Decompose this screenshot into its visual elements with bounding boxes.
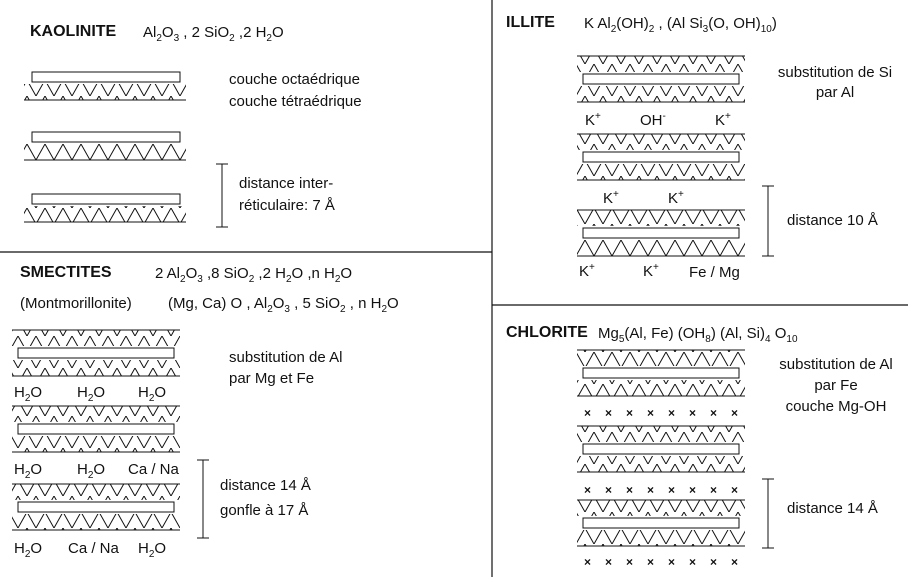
chlorite-cross-mark: ×	[710, 483, 718, 497]
illite-ion-k: K+	[668, 189, 684, 208]
chlorite-cross-mark: ×	[731, 406, 739, 420]
chlorite-cross-mark: ×	[647, 555, 655, 569]
chlorite-cross-mark: ×	[710, 555, 718, 569]
smectites-ion-h2o: H2O	[138, 540, 167, 560]
kaolinite-layer	[24, 131, 186, 161]
chlorite-substitution-line3: couche Mg-OH	[785, 398, 887, 415]
chlorite-tot-layer	[577, 349, 745, 397]
smectites-ion-h2o: H2O	[138, 384, 167, 404]
chlorite-cross-mark: ×	[689, 406, 697, 420]
chlorite-title: CHLORITE	[506, 324, 588, 341]
chlorite-cross-mark: ×	[626, 406, 634, 420]
illite-ion-oh: OH-	[640, 111, 666, 130]
illite-tot-layer	[577, 209, 745, 257]
smectite-tot-layer	[12, 329, 180, 377]
chlorite-cross-mark: ×	[668, 483, 676, 497]
smectites-distance-line2: gonfle à 17 Å	[220, 502, 309, 519]
chlorite-cross-mark: ×	[605, 406, 613, 420]
chlorite-substitution-line2: par Fe	[814, 377, 858, 394]
kaolinite-label-tetrahedral: couche tétraédrique	[229, 93, 362, 110]
montmorillonite-formula: (Mg, Ca) O , Al2O3 , 5 SiO2 , n H2O	[168, 295, 399, 315]
kaolinite-layer	[24, 193, 186, 223]
illite-ion-k: K+	[715, 111, 731, 130]
chlorite-cross-mark: ×	[668, 555, 676, 569]
illite-ion-fe-mg: Fe / Mg	[689, 264, 740, 281]
chlorite-cross-mark: ×	[689, 555, 697, 569]
kaolinite-formula: Al2O3 , 2 SiO2 ,2 H2O	[143, 24, 284, 44]
illite-ion-k: K+	[603, 189, 619, 208]
smectites-ion-h2o: H2O	[14, 384, 43, 404]
illite-title: ILLITE	[506, 14, 555, 31]
kaolinite-distance-line2: réticulaire: 7 Å	[239, 197, 335, 214]
kaolinite-title: KAOLINITE	[30, 23, 117, 40]
chlorite-tot-layer	[577, 499, 745, 547]
montmorillonite-label: (Montmorillonite)	[20, 295, 132, 312]
illite-ion-k: K+	[585, 111, 601, 130]
kaolinite-distance-line1: distance inter-	[239, 175, 334, 192]
kaolinite-layers	[24, 71, 228, 228]
chlorite-cross-mark: ×	[605, 555, 613, 569]
smectites-title: SMECTITES	[20, 264, 112, 281]
smectites-substitution-line1: substitution de Al	[229, 349, 343, 366]
smectite-tot-layer	[12, 483, 180, 531]
illite-tot-layer	[577, 133, 745, 181]
illite-formula: K Al2(OH)2 , (Al Si3(O, OH)10)	[584, 15, 777, 35]
chlorite-cross-mark: ×	[584, 483, 592, 497]
illite-distance-bar	[762, 185, 774, 257]
illite-substitution-line1: substitution de Si	[777, 64, 893, 81]
chlorite-tot-layer	[577, 425, 745, 473]
chlorite-substitution-line1: substitution de Al	[779, 356, 893, 373]
illite-ion-k: K+	[579, 262, 595, 281]
chlorite-distance-bar	[762, 478, 774, 549]
chlorite-cross-mark: ×	[731, 483, 739, 497]
chlorite-formula: Mg5(Al, Fe) (OH8) (Al, Si)4 O10	[598, 325, 798, 345]
smectites-ion-ca-na: Ca / Na	[128, 461, 179, 478]
chlorite-distance: distance 14 Å	[787, 500, 878, 517]
smectites-ion-h2o: H2O	[77, 461, 106, 481]
chlorite-cross-mark: ×	[647, 483, 655, 497]
smectites-substitution-line2: par Mg et Fe	[229, 370, 315, 387]
chlorite-cross-mark: ×	[605, 483, 613, 497]
smectites-ion-h2o: H2O	[14, 540, 43, 560]
illite-tot-layer	[577, 55, 745, 103]
illite-layers	[577, 55, 774, 257]
kaolinite-layer	[24, 71, 186, 101]
chlorite-cross-mark: ×	[584, 406, 592, 420]
chlorite-cross-mark: ×	[626, 483, 634, 497]
chlorite-layers	[577, 349, 774, 549]
kaolinite-label-octahedral: couche octaédrique	[229, 71, 360, 88]
chlorite-cross-mark: ×	[668, 406, 676, 420]
smectites-ion-h2o: H2O	[14, 461, 43, 481]
chlorite-cross-mark: ×	[647, 406, 655, 420]
smectite-tot-layer	[12, 405, 180, 453]
smectites-formula: 2 Al2O3 ,8 SiO2 ,2 H2O ,n H2O	[155, 265, 353, 285]
chlorite-cross-mark: ×	[626, 555, 634, 569]
smectites-layers	[12, 329, 209, 539]
smectites-distance-bar	[197, 459, 209, 539]
illite-substitution-line2: par Al	[815, 84, 855, 101]
chlorite-cross-mark: ×	[689, 483, 697, 497]
chlorite-cross-mark: ×	[584, 555, 592, 569]
illite-distance: distance 10 Å	[787, 212, 878, 229]
smectites-ion-ca-na: Ca / Na	[68, 540, 119, 557]
chlorite-cross-mark: ×	[731, 555, 739, 569]
illite-ion-k: K+	[643, 262, 659, 281]
smectites-ion-h2o: H2O	[77, 384, 106, 404]
kaolinite-distance-bar	[216, 163, 228, 228]
chlorite-cross-mark: ×	[710, 406, 718, 420]
smectites-distance-line1: distance 14 Å	[220, 477, 311, 494]
